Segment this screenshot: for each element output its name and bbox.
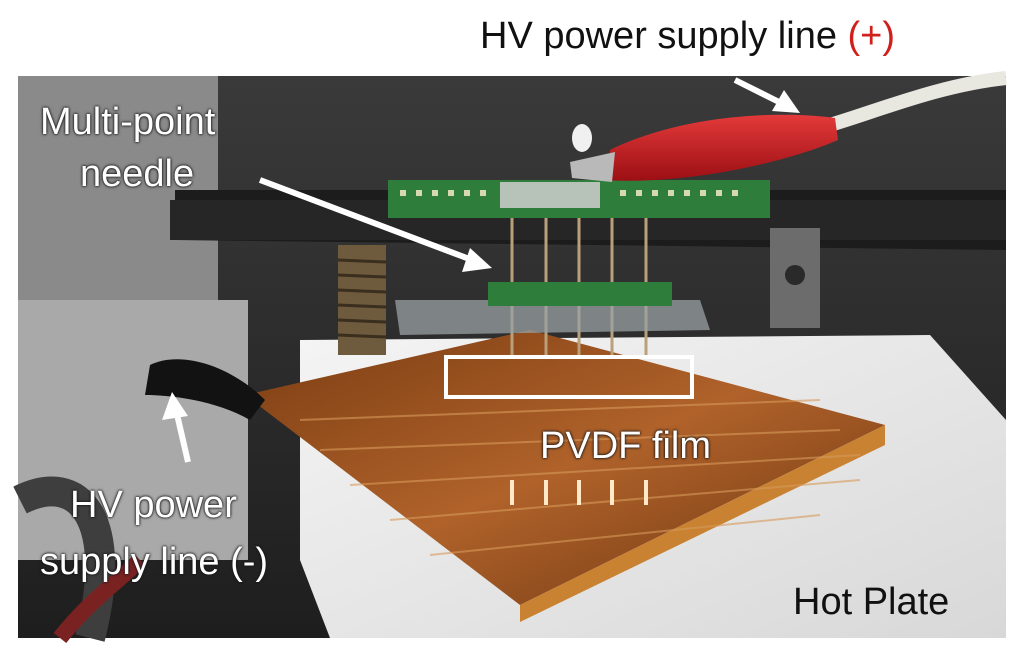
hv-cable-positive (827, 71, 1007, 132)
arrow-needle (258, 177, 492, 272)
film-stripes (299, 399, 861, 556)
bracket-screw (785, 265, 805, 285)
label-hv-positive-sign: (+) (847, 15, 896, 57)
red-alligator-clip (605, 114, 838, 181)
clip-wire-tip (572, 124, 592, 152)
label-hv-negative-line2: supply line (-) (40, 541, 269, 583)
film-edge (520, 425, 885, 622)
annotation-box (444, 355, 694, 399)
black-alligator-clip (145, 359, 265, 420)
pvdf-film-sheet (245, 330, 885, 605)
glass-plate (395, 300, 710, 335)
label-pvdf-film: PVDF film (540, 425, 711, 467)
label-needle-line2: needle (80, 153, 195, 195)
needle-reflections (510, 480, 648, 505)
label-hv-negative-line1: HV power (70, 484, 237, 526)
label-hv-positive: HV power supply line (+) (480, 14, 895, 58)
red-cable-bottom (53, 554, 146, 643)
label-needle-line1: Multi-point (40, 101, 216, 143)
clip-jaw (570, 152, 615, 182)
arrow-hv-positive (733, 77, 800, 113)
label-hv-positive-text: HV power supply line (480, 15, 837, 57)
lower-pcb (488, 282, 672, 306)
arrow-hv-negative (162, 392, 191, 463)
label-hot-plate: Hot Plate (793, 581, 950, 623)
solder-joint (500, 182, 600, 208)
spring-coils (337, 258, 387, 339)
top-pcb-pads (400, 190, 738, 196)
left-wall-shade (18, 300, 248, 560)
